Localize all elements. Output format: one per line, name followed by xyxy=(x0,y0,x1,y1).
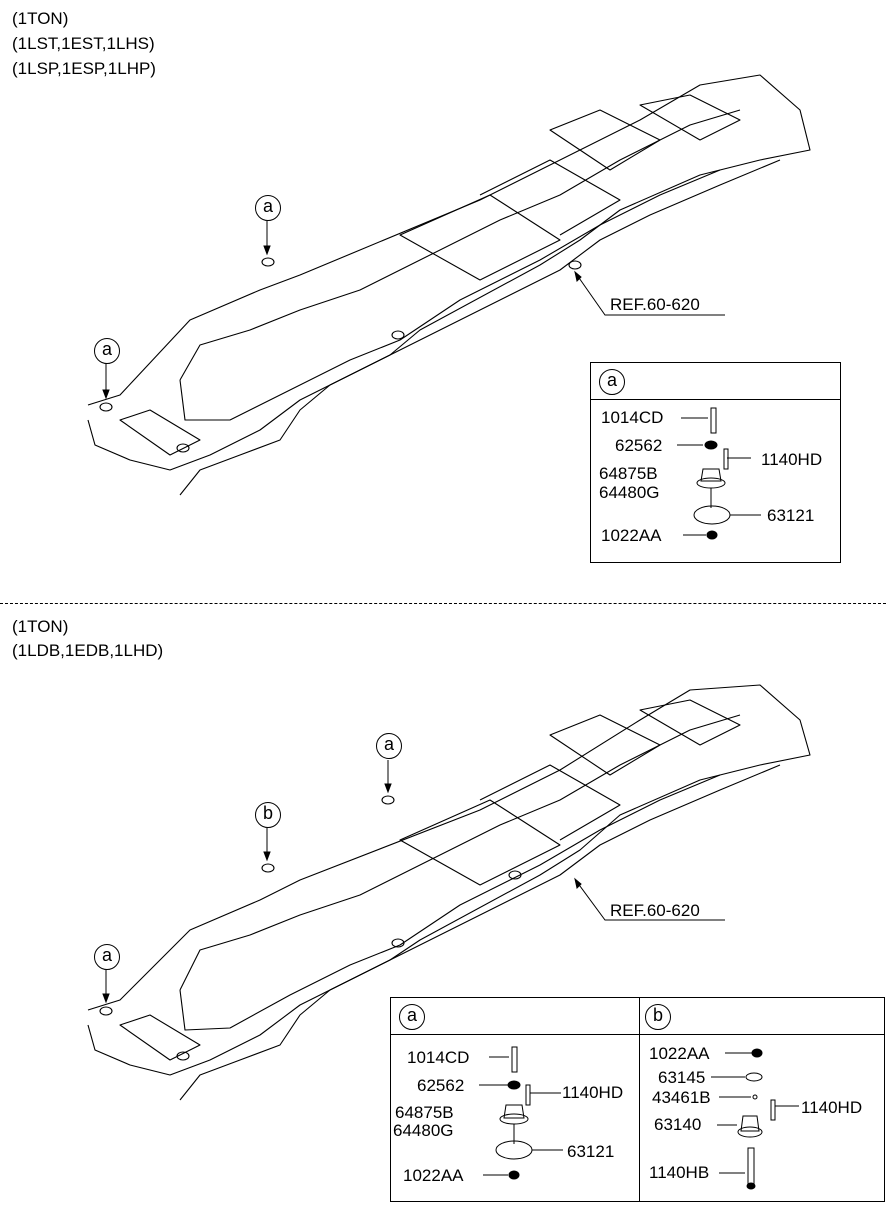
section-divider xyxy=(0,603,886,604)
bottom-ref-label: REF.60-620 xyxy=(610,901,700,920)
top-frame-inner-rail-2 xyxy=(179,169,721,421)
bottom-a-part-1140HD: 1140HD xyxy=(562,1083,624,1102)
bottom-b-part-1140HB: 1140HB xyxy=(649,1163,710,1182)
bottom-model-line-2: (1LDB,1EDB,1LHD) xyxy=(12,641,164,660)
bottom-model-line-1: (1TON) xyxy=(12,617,69,636)
top-detail-box-a: a 1014CD 62562 1140HD 64875B 64480G 6312… xyxy=(590,362,841,563)
top-a-part-1140HD: 1140HD xyxy=(761,450,823,469)
bottom-a-part-64875B: 64875B xyxy=(395,1103,454,1122)
top-frame-left-rail xyxy=(87,159,781,471)
bottom-detail-b-parts-drawing xyxy=(711,1048,799,1190)
bottom-frame-drawing xyxy=(87,684,811,1101)
bottom-detail-a-key: a xyxy=(399,1004,425,1030)
bottom-a-part-64480G: 64480G xyxy=(393,1121,454,1140)
bottom-detail-box: a 1014CD 62562 1140HD 64875B 64480G 6312… xyxy=(390,997,885,1202)
top-detail-a-parts-drawing xyxy=(677,407,761,540)
top-ref-label: REF.60-620 xyxy=(610,295,700,314)
top-a-part-64875B: 64875B xyxy=(599,464,658,483)
bottom-b-part-1022AA: 1022AA xyxy=(649,1044,710,1063)
bottom-frame-left-rail xyxy=(87,764,781,1076)
bottom-b-part-63145: 63145 xyxy=(658,1068,706,1087)
top-a-part-1014CD: 1014CD xyxy=(601,408,664,427)
top-a-part-63121: 63121 xyxy=(767,506,815,525)
top-callout-a-lower: a xyxy=(94,338,120,364)
top-model-line-1: (1TON) xyxy=(12,9,69,28)
top-callout-a-upper: a xyxy=(255,195,281,221)
bottom-a-part-1022AA: 1022AA xyxy=(403,1166,464,1185)
bottom-a-part-63121: 63121 xyxy=(567,1142,615,1161)
bottom-b-part-43461B: 43461B xyxy=(652,1088,711,1107)
bottom-a-part-62562: 62562 xyxy=(417,1076,465,1095)
top-frame-right-rail xyxy=(87,74,811,496)
bottom-a-part-1014CD: 1014CD xyxy=(407,1048,470,1067)
top-a-part-1022AA: 1022AA xyxy=(601,526,662,545)
top-model-line-3: (1LSP,1ESP,1LHP) xyxy=(12,59,156,78)
bottom-callout-a-lower: a xyxy=(94,944,120,970)
bottom-callout-a-upper: a xyxy=(376,733,402,759)
bottom-detail-b-key: b xyxy=(645,1004,671,1030)
bottom-detail-a-parts-drawing xyxy=(479,1046,563,1180)
bottom-callout-b: b xyxy=(255,802,281,828)
top-frame-inner-rail xyxy=(179,109,741,381)
top-detail-a-key: a xyxy=(599,369,625,395)
bottom-frame-right-rail xyxy=(87,684,811,1101)
top-a-part-62562: 62562 xyxy=(615,436,663,455)
bottom-b-part-63140: 63140 xyxy=(654,1115,702,1134)
top-frame-drawing xyxy=(87,74,811,496)
top-model-line-2: (1LST,1EST,1LHS) xyxy=(12,34,155,53)
top-a-part-64480G: 64480G xyxy=(599,483,660,502)
bottom-b-part-1140HD: 1140HD xyxy=(801,1098,863,1117)
